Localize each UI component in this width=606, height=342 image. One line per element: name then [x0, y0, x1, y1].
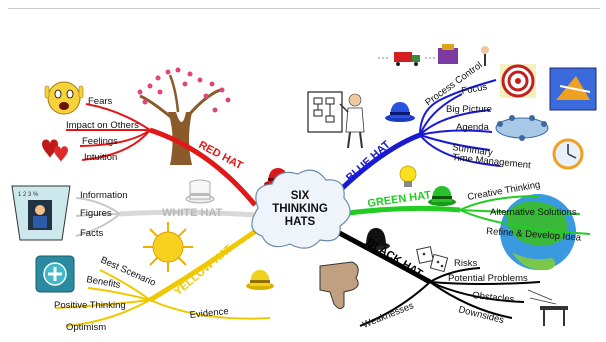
black-main-branch	[328, 225, 432, 285]
black-item-obstacles: Obstacles	[472, 290, 515, 305]
white-item-information: Information	[80, 190, 128, 201]
meeting-table-icon	[495, 115, 549, 141]
dice-icon	[416, 246, 449, 273]
top-divider	[8, 8, 600, 9]
fear-face-icon	[44, 81, 84, 115]
red-item-feelings: Feelings	[82, 136, 118, 147]
truck-icon	[378, 44, 489, 66]
person-at-board-icon	[339, 93, 365, 149]
black-item-risks: Risks	[454, 258, 477, 269]
white-item-facts: Facts	[80, 228, 103, 239]
green-main-branch	[334, 205, 461, 218]
hurdle-icon	[527, 289, 568, 326]
red-item-impact-on-others: Impact on Others	[66, 120, 139, 131]
blue-item-focus: Focus	[461, 82, 489, 97]
green-hat-icon	[428, 186, 456, 206]
blue-hat-label: BLUE HAT	[344, 138, 393, 184]
yellow-item-evidence: Evidence	[189, 306, 229, 321]
white-main-branch	[119, 209, 256, 218]
center-cloud: SIX THINKING HATS	[251, 169, 351, 249]
sun-icon	[143, 222, 193, 272]
blue-hat-icon	[385, 102, 415, 122]
white-hat-label: WHITE HAT	[162, 207, 223, 219]
red-main-branch	[149, 127, 257, 207]
center-title-line-1: SIX	[291, 190, 310, 202]
tree-icon	[137, 67, 231, 165]
calculator-icon: 1 2 3 %	[11, 185, 71, 241]
target-icon	[500, 64, 536, 98]
plus-button-icon	[35, 255, 75, 293]
black-item-downsides: Downsides	[457, 304, 505, 326]
red-item-fears: Fears	[88, 96, 113, 107]
yellow-main-branch	[148, 225, 262, 303]
black-item-weaknesses: Weaknesses	[361, 300, 416, 331]
hearts-icon	[42, 139, 68, 162]
green-item-alternative-solutions: Alternative Solutions	[490, 207, 577, 218]
airplane-icon	[549, 67, 597, 111]
black-hat-label: BLACK HAT	[364, 236, 424, 280]
thumbs-down-icon	[319, 261, 359, 310]
lightbulb-icon	[399, 165, 417, 187]
white-hat-icon	[185, 179, 215, 204]
blue-item-agenda: Agenda	[456, 122, 489, 133]
yellow-item-positive-thinking: Positive Thinking	[54, 300, 126, 311]
blue-item-big-picture: Big Picture	[446, 104, 492, 115]
red-item-intuition: Intuition	[84, 152, 117, 163]
black-item-potential-problems: Potential Problems	[448, 273, 528, 284]
center-title-line-2: THINKING	[272, 203, 328, 215]
yellow-item-optimism: Optimism	[66, 322, 106, 333]
center-title-line-3: HATS	[285, 216, 316, 228]
clock-icon	[552, 138, 584, 170]
white-item-figures: Figures	[80, 208, 112, 219]
svg-text:1 2 3 %: 1 2 3 %	[18, 192, 39, 198]
yellow-hat-icon	[246, 270, 274, 290]
flowchart-icon	[307, 91, 343, 133]
